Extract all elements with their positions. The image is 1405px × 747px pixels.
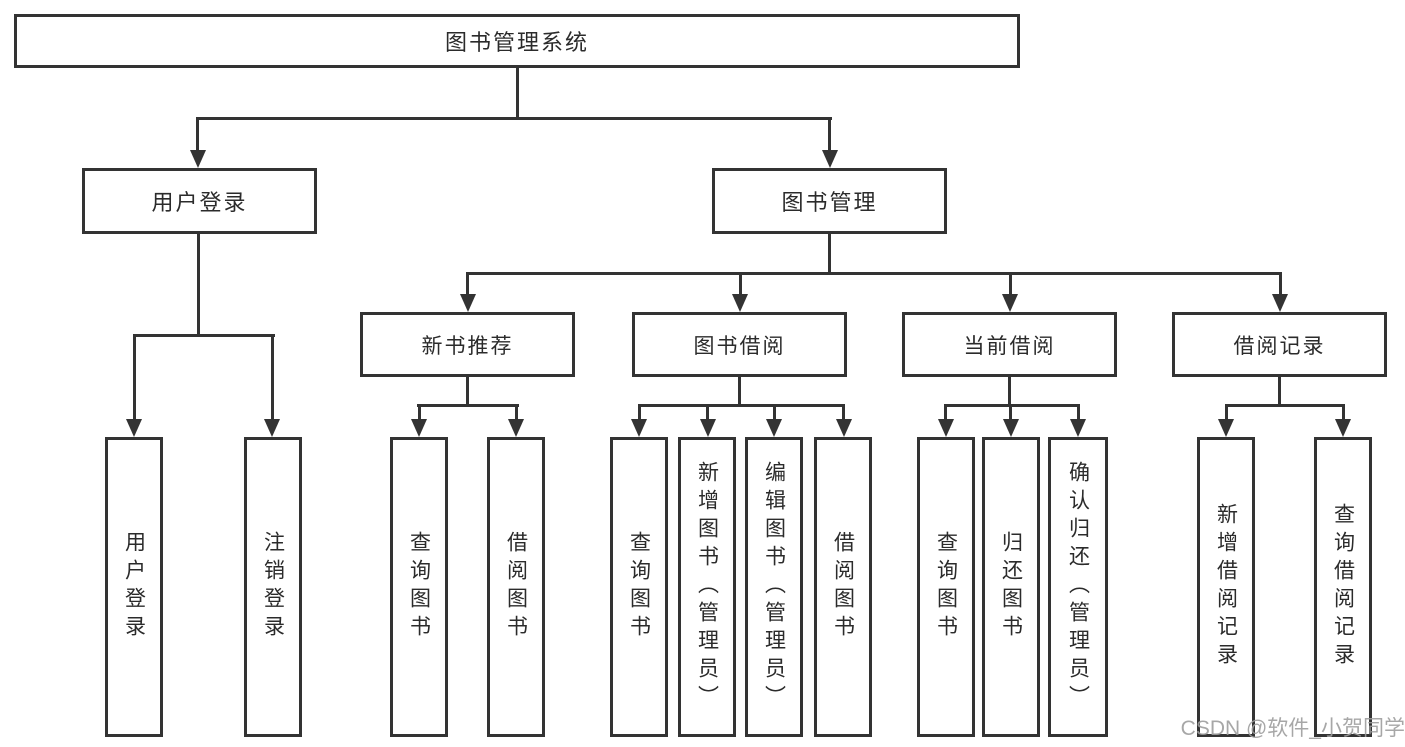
arrowhead-to-leaf-logout (264, 419, 280, 437)
edge-userlogin-drop-right (271, 337, 274, 419)
leaf-confirm-return-admin-label: 确认归还（管理员） (1066, 461, 1090, 713)
edge-userlogin-stem (197, 234, 200, 337)
leaf-borrow-books-2-label: 借阅图书 (831, 531, 855, 643)
arrowhead-to-new-book-recommendation (460, 294, 476, 312)
leaf-query-books-1-label: 查询图书 (407, 531, 431, 643)
leaf-confirm-return-admin: 确认归还（管理员） (1048, 437, 1108, 737)
node-current-borrowing: 当前借阅 (902, 312, 1117, 377)
leaf-query-books-3: 查询图书 (917, 437, 975, 737)
arrowhead-to-add-book-admin (700, 419, 716, 437)
leaf-user-login: 用户登录 (105, 437, 163, 737)
arrowhead-to-book-borrowing (732, 294, 748, 312)
edge-root-stub-left (196, 120, 199, 152)
leaf-add-book-admin: 新增图书（管理员） (678, 437, 736, 737)
leaf-edit-book-admin: 编辑图书（管理员） (745, 437, 803, 737)
leaf-borrow-books-1-label: 借阅图书 (504, 531, 528, 643)
node-system-root: 图书管理系统 (14, 14, 1020, 68)
edge-bookmgmt-hline (466, 272, 1282, 275)
leaf-query-borrow-record-label: 查询借阅记录 (1331, 503, 1355, 671)
arrowhead-to-user-login (190, 150, 206, 168)
leaf-query-books-2-label: 查询图书 (627, 531, 651, 643)
arrowhead-to-query-borrow-record (1335, 419, 1351, 437)
arrowhead-to-borrow-books-2 (836, 419, 852, 437)
edge-userlogin-hline (133, 334, 275, 337)
edge-root-stem (516, 68, 519, 118)
node-book-management-label: 图书管理 (781, 190, 878, 215)
edge-bookmgmt-stub-3 (1009, 275, 1012, 296)
edge-borrowing-stub-2 (706, 407, 709, 421)
leaf-query-borrow-record: 查询借阅记录 (1314, 437, 1372, 737)
node-user-login: 用户登录 (82, 168, 317, 234)
arrowhead-to-borrowing-records (1272, 294, 1288, 312)
arrowhead-to-edit-book-admin (766, 419, 782, 437)
edge-newbook-hline (417, 404, 519, 407)
arrowhead-to-add-borrow-record (1218, 419, 1234, 437)
edge-bookmgmt-stub-1 (466, 275, 469, 296)
leaf-logout-login-label: 注销登录 (261, 531, 285, 643)
edge-borrowing-stub-3 (773, 407, 776, 421)
edge-borrowing-stub-4 (842, 407, 845, 421)
arrowhead-to-query-books-2 (631, 419, 647, 437)
arrowhead-to-query-books-1 (411, 419, 427, 437)
edge-current-stub-1 (944, 407, 947, 421)
edge-root-hline (196, 117, 832, 120)
leaf-add-book-admin-label: 新增图书（管理员） (695, 461, 719, 713)
edge-bookmgmt-stem (828, 234, 831, 275)
edge-bookmgmt-stub-2 (739, 275, 742, 296)
node-new-book-recommendation-label: 新书推荐 (421, 334, 514, 358)
edge-bookmgmt-stub-4 (1279, 275, 1282, 296)
arrowhead-to-return-books (1003, 419, 1019, 437)
node-book-management: 图书管理 (712, 168, 947, 234)
arrowhead-to-confirm-return-admin (1070, 419, 1086, 437)
edge-records-stub-1 (1225, 407, 1228, 421)
leaf-add-borrow-record: 新增借阅记录 (1197, 437, 1255, 737)
edge-records-hline (1225, 404, 1345, 407)
arrowhead-to-book-management (822, 150, 838, 168)
arrowhead-to-leaf-user-login (126, 419, 142, 437)
edge-records-stub-2 (1342, 407, 1345, 421)
arrowhead-to-query-books-3 (938, 419, 954, 437)
arrowhead-to-borrow-books-1 (508, 419, 524, 437)
leaf-borrow-books-2: 借阅图书 (814, 437, 872, 737)
node-system-root-label: 图书管理系统 (444, 30, 589, 55)
leaf-query-books-2: 查询图书 (610, 437, 668, 737)
node-borrowing-records-label: 借阅记录 (1233, 334, 1326, 358)
node-current-borrowing-label: 当前借阅 (963, 334, 1056, 358)
leaf-query-books-1: 查询图书 (390, 437, 448, 737)
leaf-borrow-books-1: 借阅图书 (487, 437, 545, 737)
edge-current-stem (1008, 377, 1011, 406)
arrowhead-to-current-borrowing (1002, 294, 1018, 312)
edge-current-hline (944, 404, 1080, 407)
node-new-book-recommendation: 新书推荐 (360, 312, 575, 377)
leaf-return-books: 归还图书 (982, 437, 1040, 737)
edge-borrowing-stem (738, 377, 741, 406)
node-borrowing-records: 借阅记录 (1172, 312, 1387, 377)
edge-borrowing-stub-1 (638, 407, 641, 421)
edge-newbook-stem (466, 377, 469, 406)
edge-userlogin-drop-left (133, 337, 136, 419)
edge-current-stub-3 (1077, 407, 1080, 421)
edge-current-stub-2 (1009, 407, 1012, 421)
leaf-return-books-label: 归还图书 (999, 531, 1023, 643)
node-user-login-label: 用户登录 (151, 190, 248, 215)
edge-newbook-stub-2 (515, 407, 518, 421)
leaf-logout-login: 注销登录 (244, 437, 302, 737)
edge-newbook-stub-1 (418, 407, 421, 421)
leaf-query-books-3-label: 查询图书 (934, 531, 958, 643)
csdn-watermark: CSDN @软件_小贺同学 (1180, 717, 1405, 740)
edge-root-stub-right (828, 120, 831, 152)
edge-records-stem (1278, 377, 1281, 406)
leaf-edit-book-admin-label: 编辑图书（管理员） (762, 461, 786, 713)
edge-borrowing-hline (638, 404, 845, 407)
node-book-borrowing-label: 图书借阅 (693, 334, 786, 358)
node-book-borrowing: 图书借阅 (632, 312, 847, 377)
leaf-user-login-label: 用户登录 (122, 531, 146, 643)
leaf-add-borrow-record-label: 新增借阅记录 (1214, 503, 1238, 671)
